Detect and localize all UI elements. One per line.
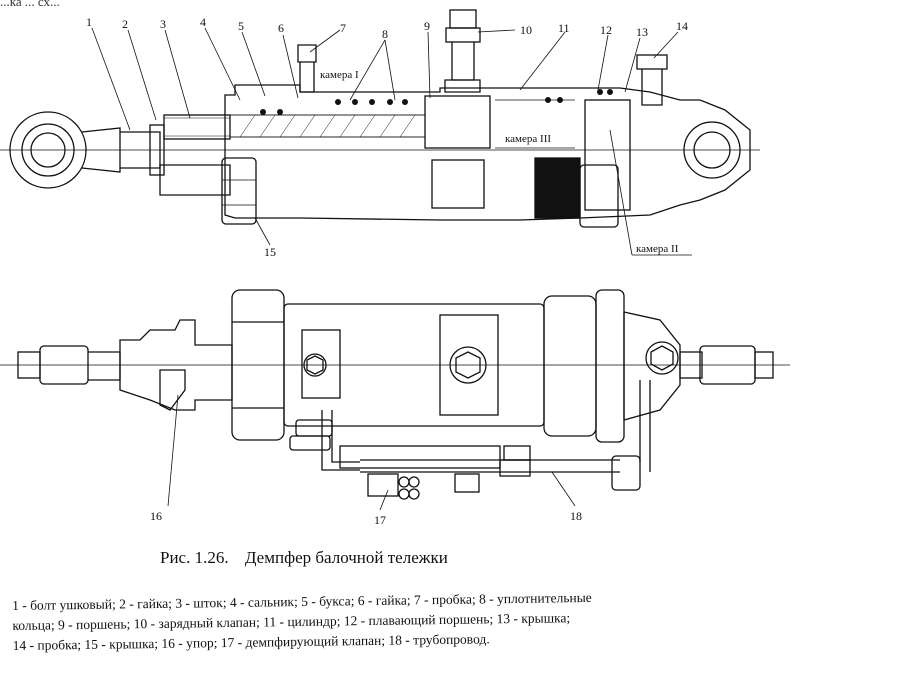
- callout-11: 11: [558, 21, 570, 35]
- callout-1: 1: [86, 15, 92, 29]
- callout-10: 10: [520, 23, 532, 37]
- plug-7: [297, 44, 317, 93]
- callout-12: 12: [600, 23, 612, 37]
- callout-16: 16: [150, 509, 162, 523]
- piston: [424, 95, 491, 149]
- rod-sleeve: [163, 114, 231, 140]
- figure-caption: Рис. 1.26. Демпфер балочной тележки: [160, 548, 460, 568]
- callout-7: 7: [340, 21, 346, 35]
- callout-4: 4: [200, 15, 206, 29]
- end-cap-right: [579, 164, 619, 228]
- figure-title: Демпфер балочной тележки: [244, 548, 448, 567]
- callout-6: 6: [278, 21, 284, 35]
- figure-number: Рис. 1.26.: [160, 548, 229, 567]
- plug-14: [636, 54, 668, 106]
- parts-legend: 1 - болт ушковый; 2 - гайка; 3 - шток; 4…: [12, 584, 893, 656]
- damping-valve: [339, 445, 531, 500]
- callout-9: 9: [424, 19, 430, 33]
- cylinder-band: [534, 157, 581, 219]
- damper-exterior-view: [0, 289, 790, 511]
- callout-3: 3: [160, 17, 166, 31]
- callout-2: 2: [122, 17, 128, 31]
- callouts-bottom: 16 17 18: [150, 509, 582, 527]
- callout-5: 5: [238, 19, 244, 33]
- callout-17: 17: [374, 513, 386, 527]
- rear-eye: [683, 121, 741, 179]
- damper-section-view: [0, 9, 760, 256]
- seal-rings: [260, 89, 613, 115]
- callout-14: 14: [676, 19, 688, 33]
- eye-bolt: [9, 111, 161, 189]
- charging-valve: [444, 9, 481, 93]
- callout-13: 13: [636, 25, 648, 39]
- top-text-fragment: ...ка ... сх...: [0, 0, 60, 9]
- piston-lower: [431, 159, 485, 209]
- callout-18: 18: [570, 509, 582, 523]
- chamber-1-label: камера I: [320, 69, 359, 81]
- floating-piston: [584, 99, 631, 211]
- end-cap-left: [221, 157, 257, 225]
- damper-drawing: 1 2 3 4 5 6 7 8 9 10 11 12 13 14 15 каме…: [0, 9, 790, 527]
- callout-15: 15: [264, 245, 276, 259]
- nut: [149, 124, 165, 176]
- chamber-3-label: камера III: [505, 133, 551, 145]
- callouts-top: 1 2 3 4 5 6 7 8 9 10 11 12 13 14 15: [86, 15, 688, 259]
- callout-8: 8: [382, 27, 388, 41]
- pipeline: [289, 380, 651, 491]
- chamber-2-label: камера II: [636, 243, 679, 255]
